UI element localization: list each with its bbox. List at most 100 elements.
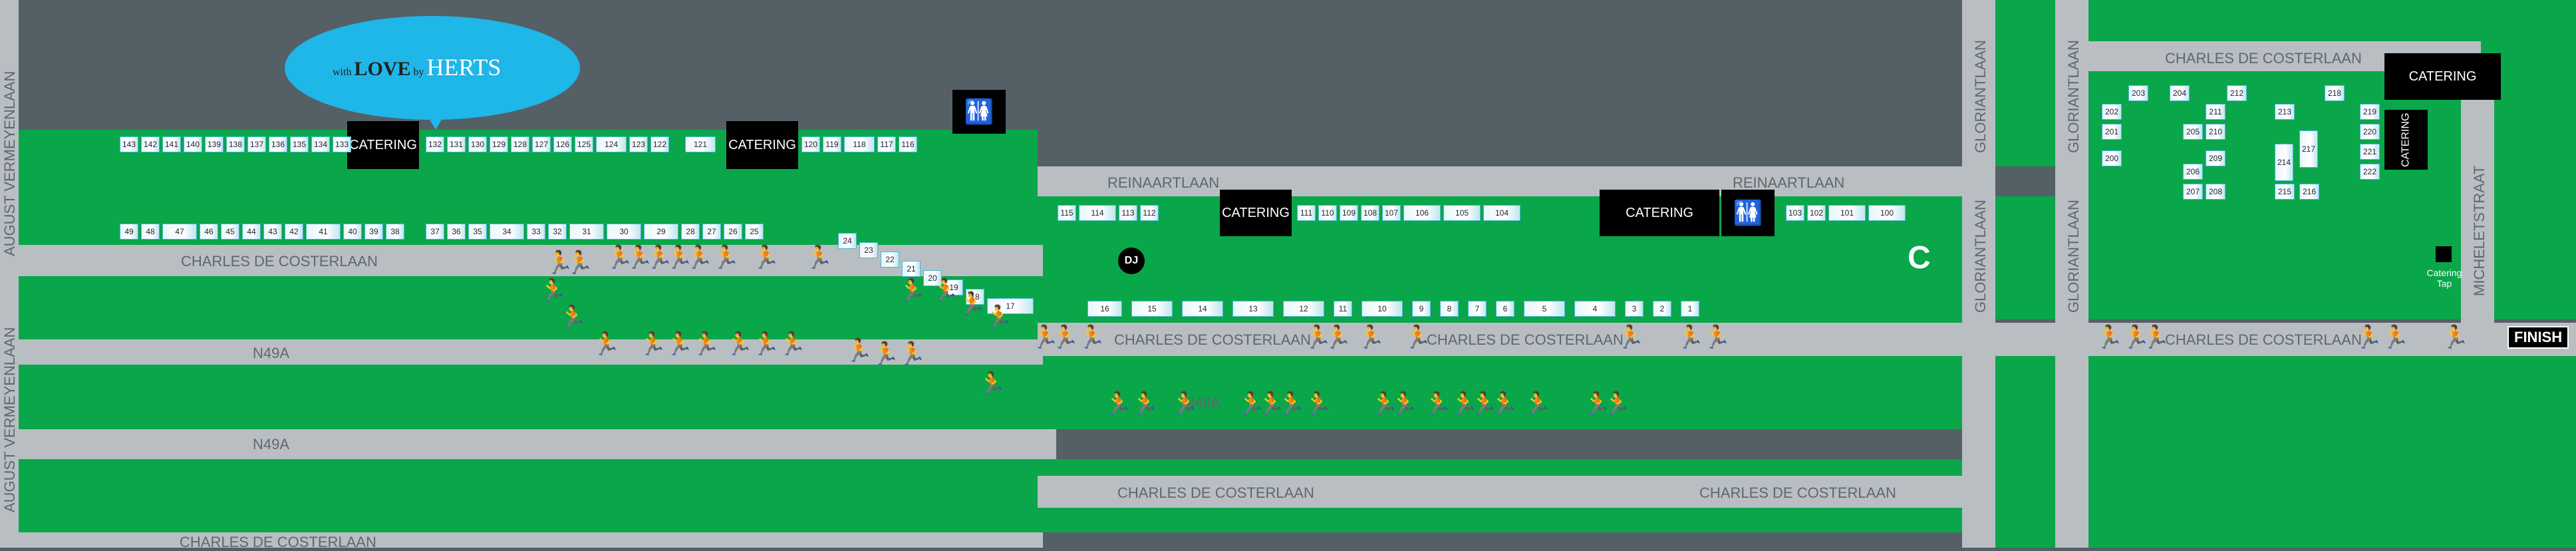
booth-213: 213 <box>2275 104 2295 120</box>
road-charles-main <box>1038 323 2576 356</box>
booth-46: 46 <box>200 224 218 240</box>
booth-113: 113 <box>1119 205 1137 221</box>
booth-218: 218 <box>2325 85 2345 101</box>
runner-icon: 🏃 <box>1257 391 1286 417</box>
booth-104: 104 <box>1483 205 1520 221</box>
booth-124: 124 <box>596 136 627 152</box>
booth-206: 206 <box>2183 164 2203 180</box>
runner-icon: 🏃 <box>559 305 587 330</box>
runner-icon: 🏃 <box>545 250 574 276</box>
runner-icon: 🏃 <box>1304 391 1332 417</box>
booth-118: 118 <box>844 136 875 152</box>
booth-103: 103 <box>1786 205 1804 221</box>
booth-201: 201 <box>2102 124 2122 140</box>
runner-icon: 🏃 <box>645 245 674 270</box>
catering-6: CATERING <box>2384 110 2428 170</box>
road-name-michelstraat: MICHELETSTRAAT <box>2471 165 2488 296</box>
road-name-charles-top: CHARLES DE COSTERLAAN <box>181 253 378 270</box>
booth-135: 135 <box>290 136 309 152</box>
road-name-charles-main-1: CHARLES DE COSTERLAAN <box>1114 331 1311 348</box>
road-name-gloriant-1b: GLORIANTLAAN <box>1972 200 1989 313</box>
booth-120: 120 <box>801 136 820 152</box>
booth-35: 35 <box>468 224 487 240</box>
booth-119: 119 <box>823 136 841 152</box>
booth-41: 41 <box>306 224 341 240</box>
booth-4: 4 <box>1574 301 1616 317</box>
info-c-icon: C <box>1908 240 1931 276</box>
booth-32: 32 <box>548 224 567 240</box>
runner-icon: 🏃 <box>2142 325 2170 350</box>
runner-icon: 🏃 <box>1357 325 1385 350</box>
runner-icon: 🏃 <box>1077 325 1106 350</box>
road-august-vermeyenlaan <box>0 0 19 548</box>
dj-booth: DJ <box>1118 248 1145 274</box>
road-name-august-bottom: AUGUST VERMEYENLAAN <box>1 327 18 512</box>
runner-icon: 🏃 <box>1470 391 1499 417</box>
runner-icon: 🏃 <box>931 278 960 303</box>
booth-219: 219 <box>2360 104 2380 120</box>
grass-lower <box>0 356 1962 429</box>
booth-215: 215 <box>2275 184 2295 200</box>
booth-19: 19 <box>944 279 963 295</box>
road-name-gloriant-1a: GLORIANTLAAN <box>1972 40 1989 153</box>
catering-2: CATERING <box>726 121 798 169</box>
booth-28: 28 <box>681 224 700 240</box>
booth-217: 217 <box>2299 130 2318 168</box>
booth-30: 30 <box>607 224 641 240</box>
booth-48: 48 <box>141 224 160 240</box>
road-gloriantlaan-1 <box>1962 0 1995 548</box>
runner-icon: 🏃 <box>1676 325 1705 350</box>
booth-210: 210 <box>2206 124 2225 140</box>
road-michelstraat <box>2461 71 2494 324</box>
grass-column-1 <box>1995 0 2055 166</box>
runner-icon: 🏃 <box>1583 391 1612 417</box>
booth-143: 143 <box>120 136 138 152</box>
runner-icon: 🏃 <box>592 331 621 357</box>
booth-205: 205 <box>2183 124 2203 140</box>
booth-133: 133 <box>333 136 351 152</box>
booth-31: 31 <box>569 224 604 240</box>
booth-131: 131 <box>447 136 466 152</box>
road-n49a-lower <box>19 429 1056 459</box>
booth-22: 22 <box>881 252 899 268</box>
catering-5: CATERING <box>2384 53 2501 100</box>
booth-203: 203 <box>2128 85 2148 101</box>
booth-214: 214 <box>2275 144 2293 181</box>
runner-icon: 🏃 <box>1490 391 1518 417</box>
road-name-charles-bottom-2: CHARLES DE COSTERLAAN <box>1699 484 1896 501</box>
booth-216: 216 <box>2299 184 2319 200</box>
finish-sign: FINISH <box>2507 326 2569 349</box>
road-name-charles-bottom-3: CHARLES DE COSTERLAAN <box>180 534 376 550</box>
road-name-reinaart-1: REINAARTLAAN <box>1107 174 1220 191</box>
booth-208: 208 <box>2206 184 2225 200</box>
runner-icon: 🏃 <box>605 245 634 270</box>
booth-1: 1 <box>1681 301 1699 317</box>
runner-icon: 🏃 <box>685 245 714 270</box>
runner-icon: 🏃 <box>1450 391 1479 417</box>
runner-icon: 🏃 <box>1277 391 1306 417</box>
runner-icon: 🏃 <box>1423 391 1452 417</box>
booth-114: 114 <box>1079 205 1116 221</box>
road-name-gloriant-2b: GLORIANTLAAN <box>2065 200 2082 313</box>
runner-icon: 🏃 <box>1390 391 1419 417</box>
booth-134: 134 <box>311 136 330 152</box>
runner-icon: 🏃 <box>752 245 780 270</box>
booth-129: 129 <box>490 136 508 152</box>
booth-127: 127 <box>532 136 551 152</box>
booth-15: 15 <box>1131 301 1173 317</box>
logo-love: LOVE <box>354 58 411 80</box>
runner-icon: 🏃 <box>2381 325 2410 350</box>
road-name-n49a-upper: N49A <box>253 345 290 361</box>
road-name-charles-right-top: CHARLES DE COSTERLAAN <box>2165 50 2362 67</box>
booth-109: 109 <box>1340 205 1358 221</box>
booth-102: 102 <box>1807 205 1826 221</box>
booth-220: 220 <box>2360 124 2380 140</box>
booth-107: 107 <box>1382 205 1401 221</box>
catering-tap-icon <box>2436 246 2452 262</box>
booth-26: 26 <box>724 224 742 240</box>
booth-105: 105 <box>1443 205 1481 221</box>
road-name-n49a-lower: N49A <box>253 436 290 453</box>
road-reinaartlaan <box>1038 166 1969 196</box>
booth-111: 111 <box>1297 205 1316 221</box>
